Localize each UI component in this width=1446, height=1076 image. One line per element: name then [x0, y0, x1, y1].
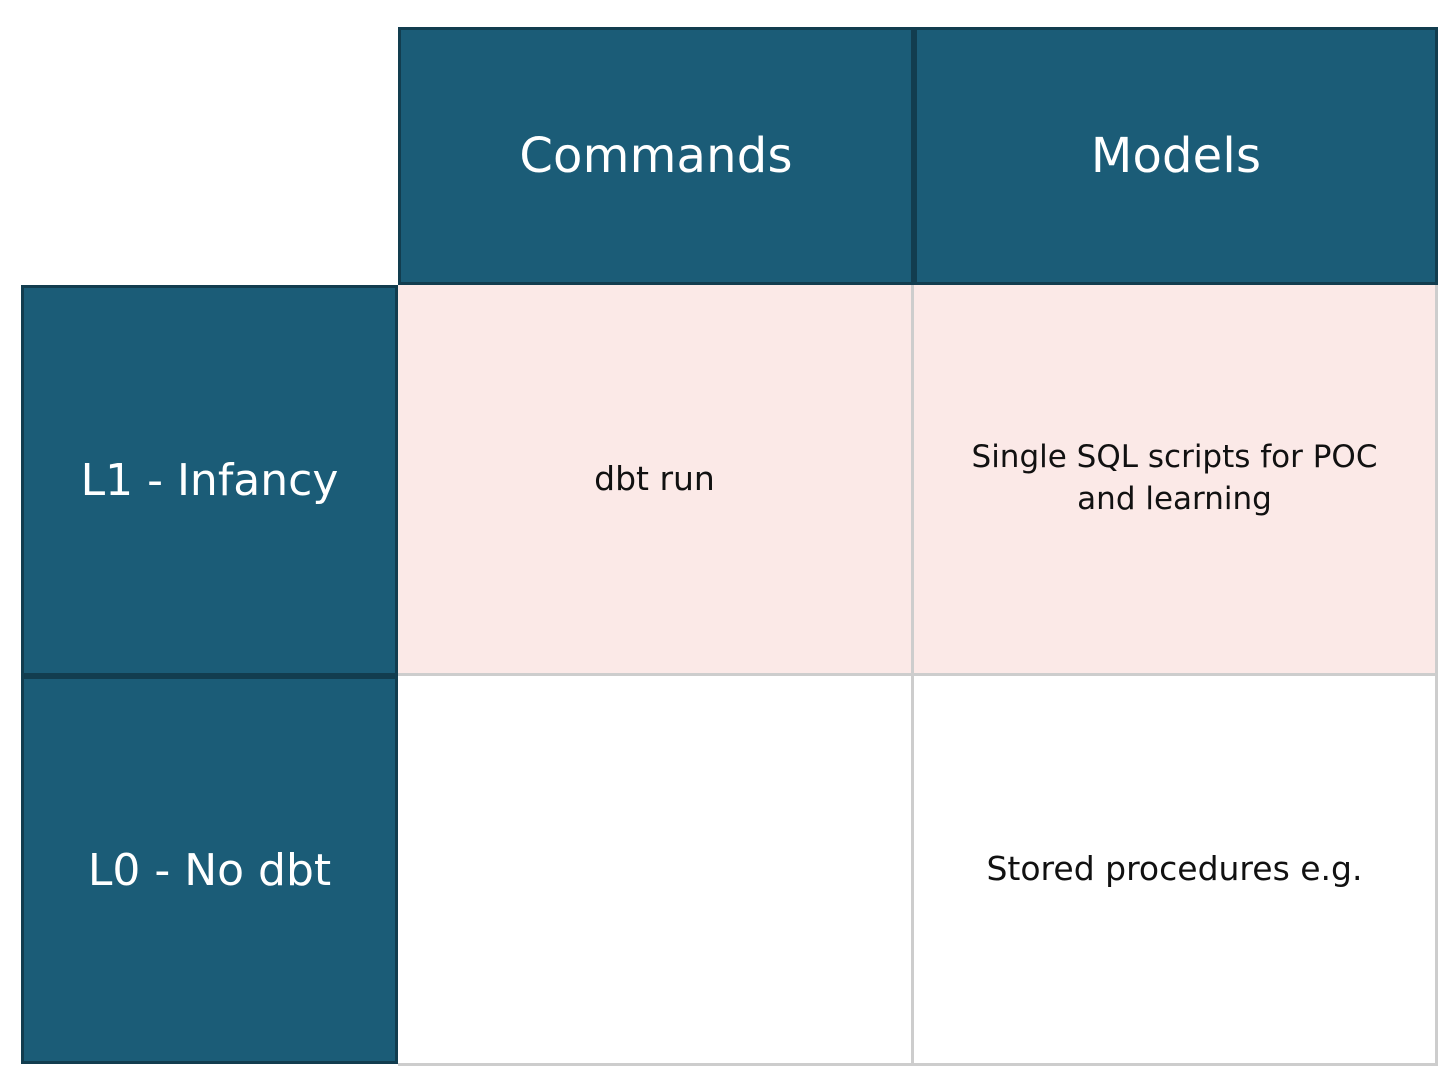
row-header-l0-no-dbt[interactable]: L0 - No dbt — [21, 676, 398, 1064]
matrix-body-grid: dbt run Single SQL scripts for POC and l… — [398, 285, 1438, 1066]
column-header-models[interactable]: Models — [914, 27, 1438, 285]
cell-l1-commands[interactable]: dbt run — [398, 285, 914, 676]
row-header-l1-infancy[interactable]: L1 - Infancy — [21, 285, 398, 676]
column-header-commands[interactable]: Commands — [398, 27, 914, 285]
matrix-corner-cell — [0, 0, 398, 285]
cell-l0-models[interactable]: Stored procedures e.g. — [914, 676, 1438, 1066]
cell-l1-models[interactable]: Single SQL scripts for POC and learning — [914, 285, 1438, 676]
cell-l0-commands[interactable] — [398, 676, 914, 1066]
